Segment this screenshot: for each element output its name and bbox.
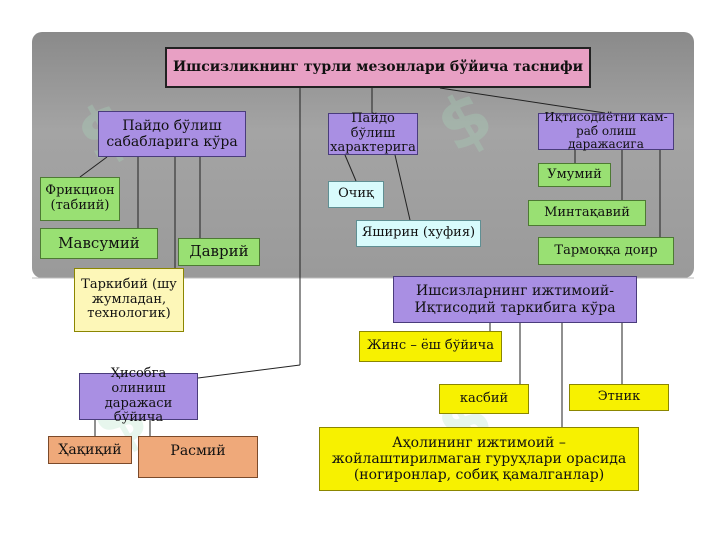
node-periodic: Даврий [178,238,260,266]
node-ethnic: Этник [569,384,669,411]
node-structural: Таркибий (шу жумладан, технологик) [74,268,184,332]
node-coverage: Иқтисодиётни кам-раб олиш даражасига [538,110,674,151]
node-seasonal: Мавсумий [40,228,158,259]
node-sectoral: Тармоққа доир [538,237,674,265]
page-title: Ишсизликнинг турли мезонлари бўйича тасн… [165,47,591,88]
node-gender: Жинс – ёш бўйича [359,331,502,362]
node-hidden: Яширин (хуфия) [356,220,481,247]
node-real: Ҳақиқий [48,436,132,464]
node-accounting: Ҳисобга олиниш даражаси бўйича [79,366,198,425]
node-character: Пайдо бўлиш характерига [328,111,418,155]
node-general: Умумий [538,163,611,187]
node-profession: касбий [439,384,529,414]
node-official: Расмий [138,436,258,478]
node-open: Очиқ [328,181,384,208]
node-cause: Пайдо бўлиш сабабларига кўра [98,111,246,157]
node-regional: Минтақавий [528,200,646,226]
node-frictional: Фрикцион (табиий) [40,177,120,221]
node-vulnerable: Аҳолининг ижтимоий – жойлаштирилмаган гу… [319,427,639,491]
node-socio: Ишсизларнинг ижтимоий-Иқтисодий таркибиг… [393,276,637,323]
